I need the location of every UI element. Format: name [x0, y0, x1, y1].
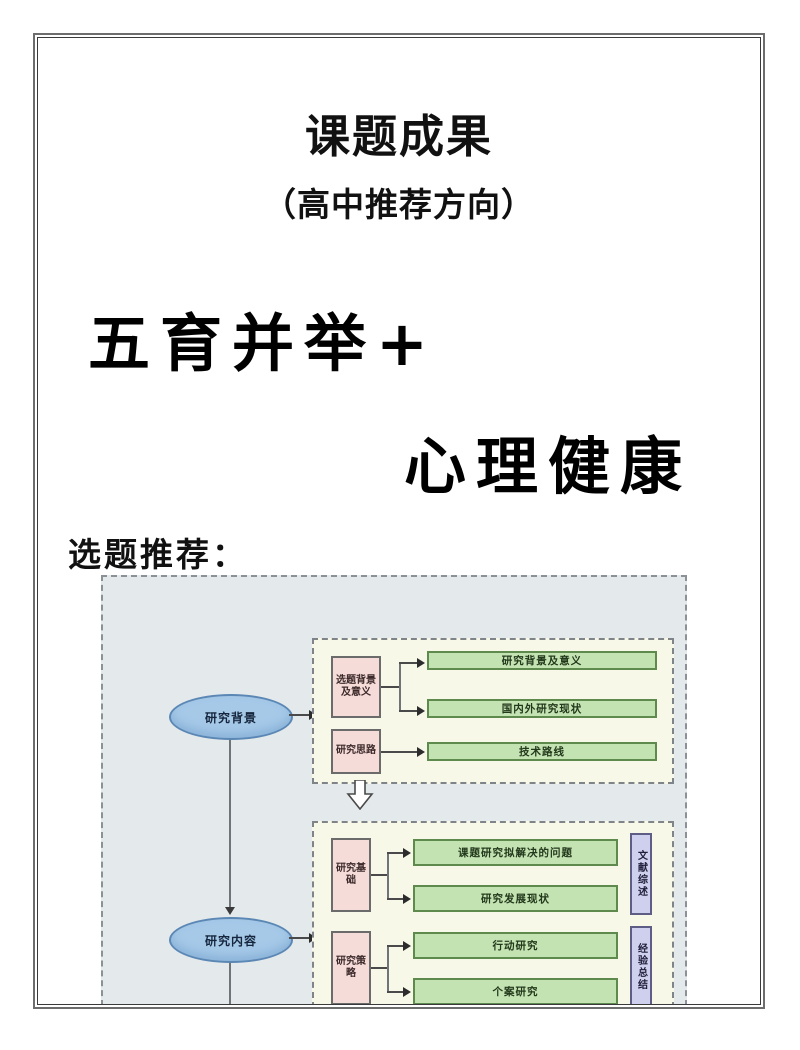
- ct-cat1-branch-2-arrowhead: [403, 894, 411, 904]
- bg-cat2-arrowhead: [417, 747, 425, 757]
- stage2-to-panel-connector: [289, 937, 313, 939]
- flow-down-arrow-icon: [346, 780, 374, 810]
- stage-tail-connector: [229, 959, 231, 1004]
- category-box-topic-background[interactable]: 选题背景及意义: [331, 656, 381, 718]
- side-box-label: 文献综述: [635, 850, 647, 898]
- page-subtitle: （高中推荐方向）: [263, 185, 535, 224]
- ct-cat2-stem: [371, 967, 387, 969]
- category-box-label: 研究思路: [336, 745, 376, 757]
- bg-cat1-branch-2-arrowhead: [417, 706, 425, 716]
- research-flowchart: 研究背景 研究内容 选题背景及意义 研究背景及意义 国内外研究现状 研究思路: [101, 575, 687, 1004]
- ct-cat1-riser: [387, 852, 389, 898]
- category-box-research-approach[interactable]: 研究思路: [331, 729, 381, 774]
- item-box-label: 国内外研究现状: [501, 703, 583, 715]
- ct-cat2-branch-1: [387, 945, 407, 947]
- ct-cat2-branch-2-arrowhead: [403, 987, 411, 997]
- section-label-topic-recommendation: 选题推荐：: [68, 535, 248, 574]
- item-box-technical-route[interactable]: 技术路线: [427, 742, 657, 761]
- stage-ellipse-label: 研究内容: [204, 933, 257, 948]
- side-box-literature-review[interactable]: 文献综述: [630, 833, 652, 915]
- item-box-label: 课题研究拟解决的问题: [458, 847, 573, 859]
- side-box-label: 经验总结: [635, 943, 647, 991]
- category-box-label: 研究策略: [336, 955, 366, 980]
- ct-cat2-branch-1-arrowhead: [403, 941, 411, 951]
- category-box-label: 研究基础: [336, 862, 366, 887]
- ct-cat1-branch-2: [387, 898, 407, 900]
- stage-spine-connector: [229, 735, 231, 913]
- bg-cat1-branch-1: [399, 662, 421, 664]
- bg-cat2-stem: [381, 751, 421, 753]
- item-box-label: 行动研究: [492, 940, 539, 952]
- headline-line-1: 五育并举+: [88, 307, 438, 380]
- ct-cat1-branch-1: [387, 852, 407, 854]
- category-box-research-strategy[interactable]: 研究策略: [331, 931, 371, 1004]
- item-box-label: 研究发展现状: [481, 893, 550, 905]
- item-box-research-background-significance[interactable]: 研究背景及意义: [427, 651, 657, 670]
- item-box-case-study[interactable]: 个案研究: [413, 978, 618, 1004]
- stage-spine-arrowhead: [225, 907, 235, 915]
- bg-cat1-branch-1-arrowhead: [417, 658, 425, 668]
- item-box-domestic-foreign-status[interactable]: 国内外研究现状: [427, 699, 657, 718]
- stage1-to-panel-connector: [289, 714, 313, 716]
- headline-line-2: 心理健康: [403, 430, 692, 503]
- item-box-label: 个案研究: [492, 986, 539, 998]
- page-frame: 课题成果 （高中推荐方向） 五育并举+ 心理健康 选题推荐： 研究背景 研究内容…: [37, 37, 761, 1005]
- ct-cat1-stem: [371, 874, 387, 876]
- bg-cat1-stem: [381, 686, 399, 688]
- page-title: 课题成果: [304, 110, 493, 163]
- stage-ellipse-label: 研究背景: [204, 710, 257, 725]
- category-box-label: 选题背景及意义: [336, 674, 376, 699]
- item-box-research-development-status[interactable]: 研究发展现状: [413, 885, 618, 912]
- bg-cat1-riser: [399, 662, 401, 710]
- ct-cat1-branch-1-arrowhead: [403, 848, 411, 858]
- category-box-research-foundation[interactable]: 研究基础: [331, 838, 371, 912]
- item-box-action-research[interactable]: 行动研究: [413, 932, 618, 959]
- bg-cat1-branch-2: [399, 710, 421, 712]
- side-box-experience-summary[interactable]: 经验总结: [630, 926, 652, 1004]
- item-box-label: 研究背景及意义: [501, 655, 583, 667]
- ct-cat2-branch-2: [387, 991, 407, 993]
- item-box-label: 技术路线: [519, 746, 565, 758]
- stage-ellipse-research-content[interactable]: 研究内容: [169, 917, 293, 963]
- item-box-problems-to-solve[interactable]: 课题研究拟解决的问题: [413, 839, 618, 866]
- stage-ellipse-research-background[interactable]: 研究背景: [169, 694, 293, 740]
- ct-cat2-riser: [387, 945, 389, 991]
